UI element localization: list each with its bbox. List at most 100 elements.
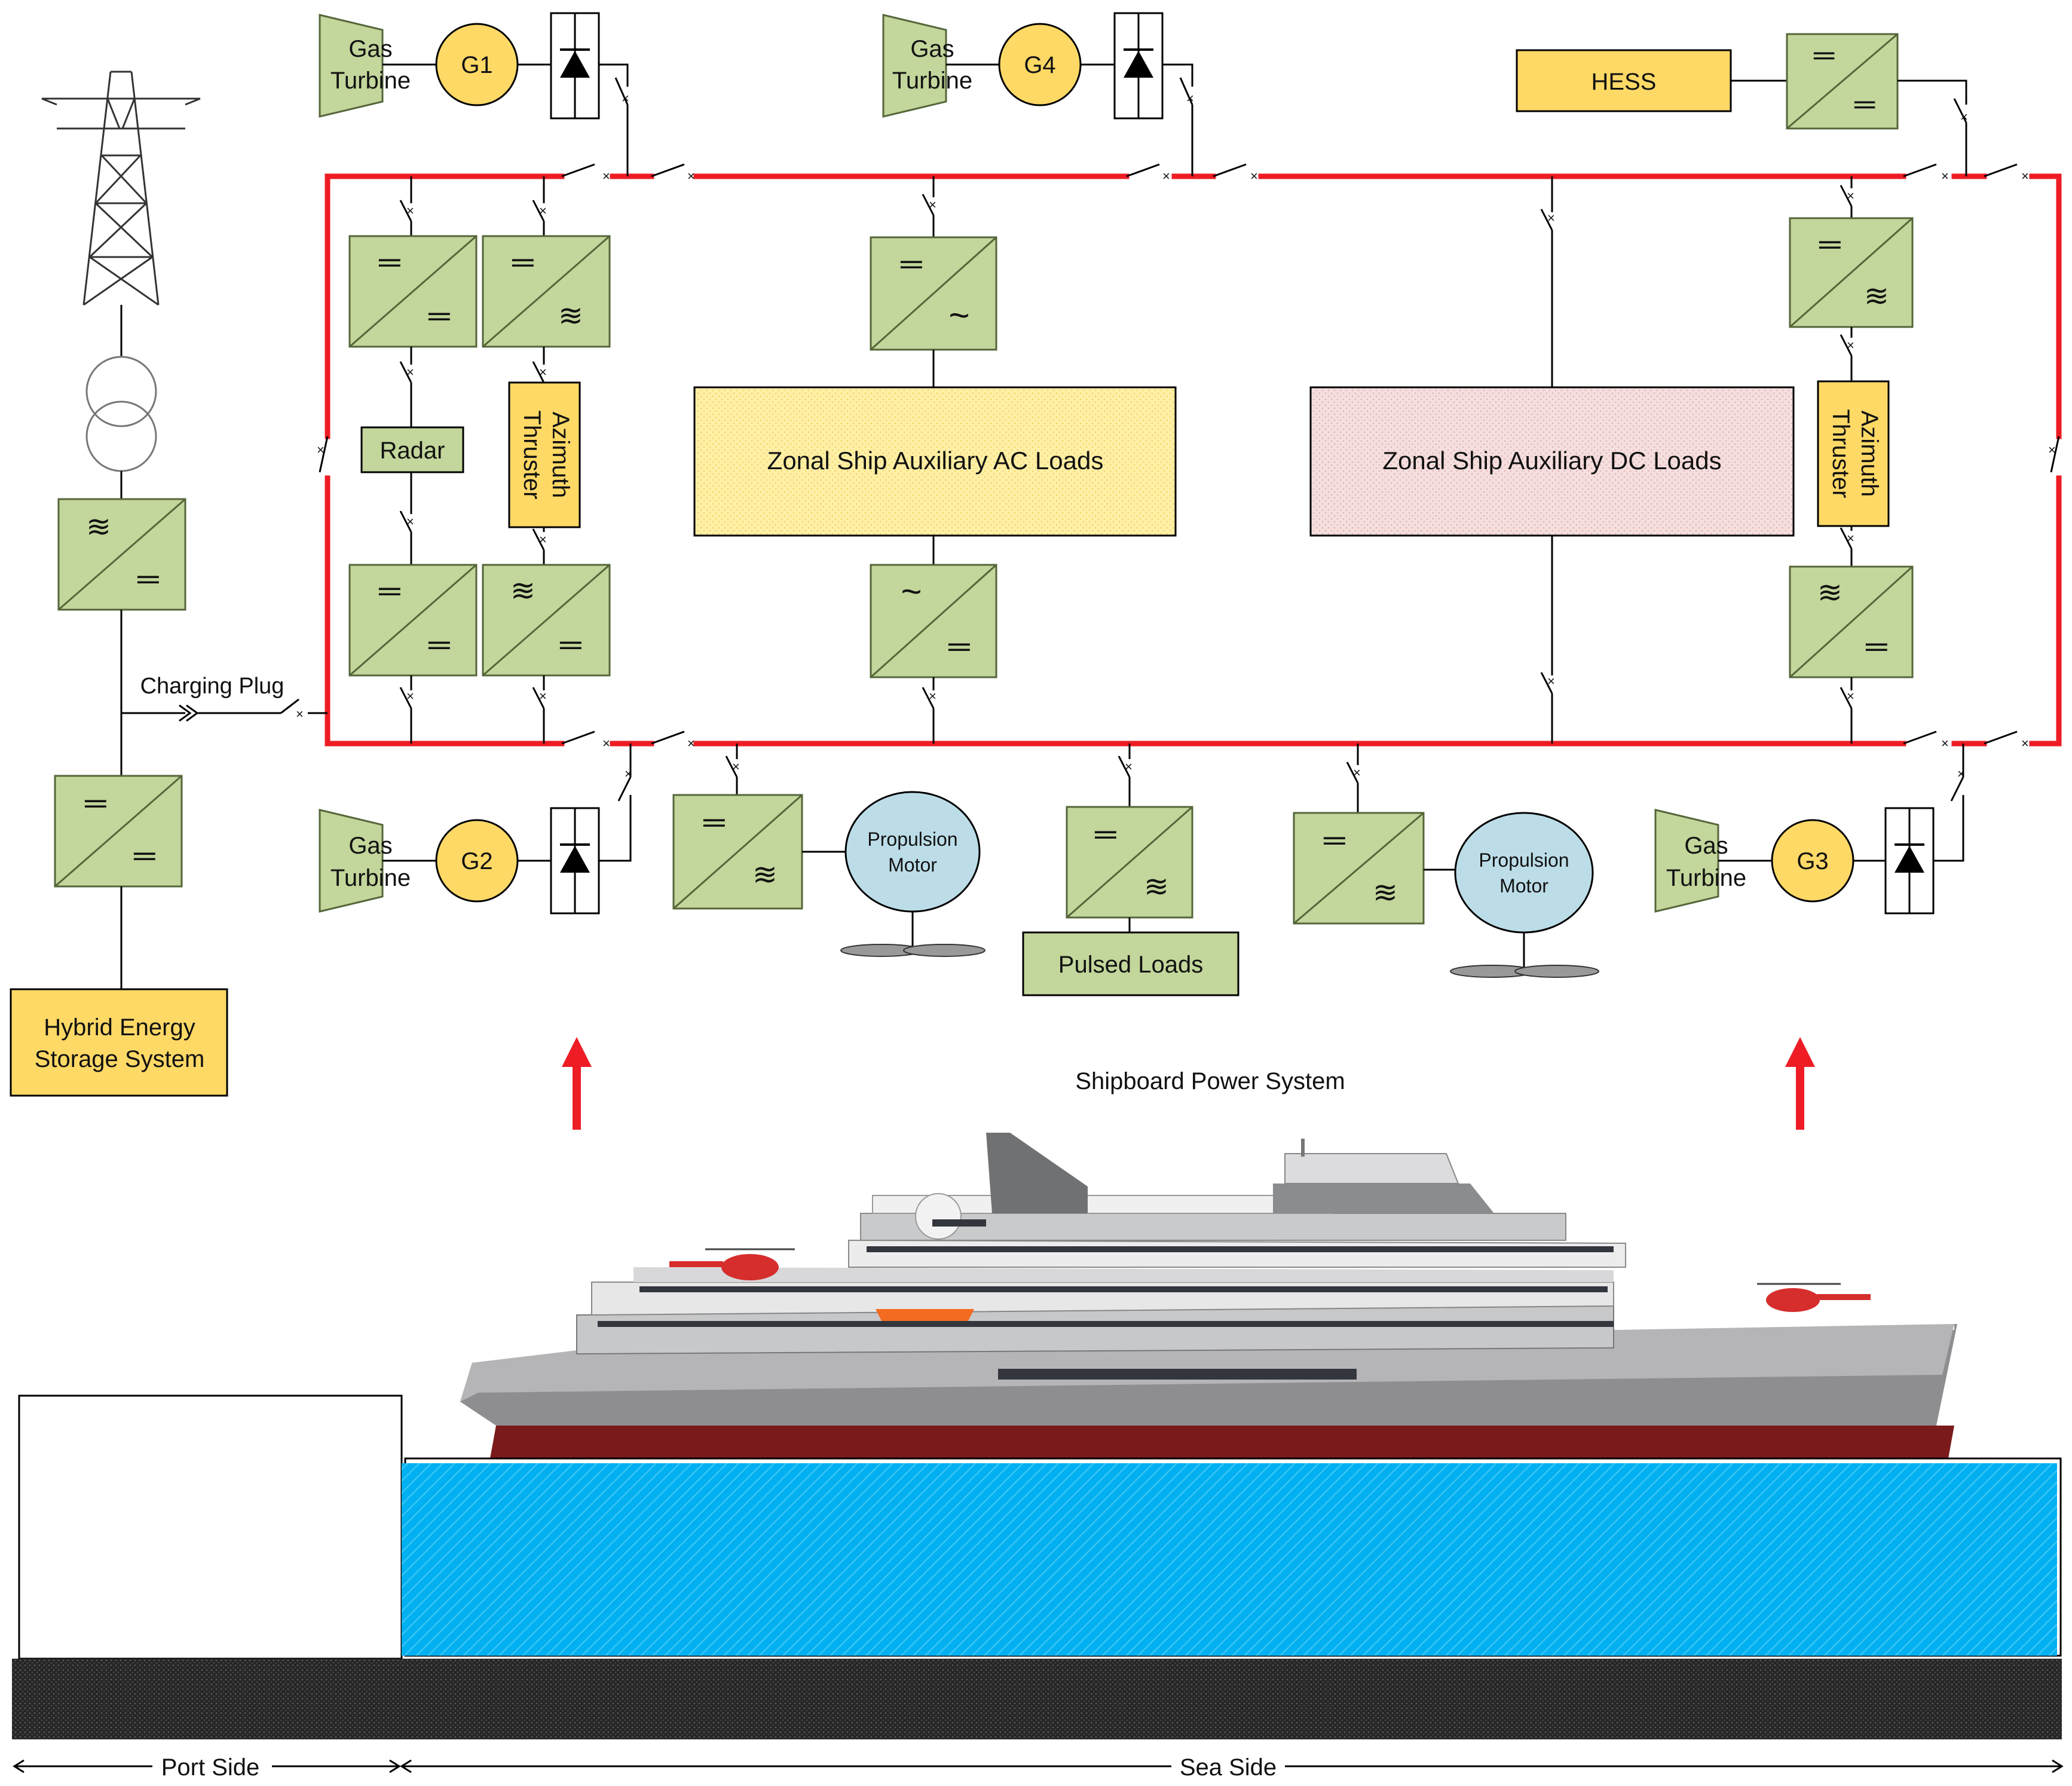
turbine-label: Gas	[348, 833, 392, 859]
propulsion-motor-right	[1454, 812, 1594, 934]
svg-text:Motor: Motor	[888, 854, 937, 876]
hess-top: HESS ═ ═ ×	[1516, 33, 1968, 176]
svg-text:×: ×	[687, 169, 695, 184]
dc-dc-converter: ═ ═	[348, 235, 478, 348]
radar-load	[360, 426, 464, 473]
ac-loads-zone: × ═ ~ Zonal Ship Auxiliary AC Loads ~ ═ …	[693, 176, 1177, 744]
ac-dc-converter: ≋ ═	[482, 564, 611, 677]
svg-text:═: ═	[1865, 629, 1887, 663]
svg-text:×: ×	[602, 169, 610, 184]
generator-label: G3	[1796, 848, 1828, 874]
svg-text:×: ×	[2021, 736, 2029, 751]
svg-text:×: ×	[1250, 169, 1258, 184]
breaker-icon: ×	[1547, 674, 1555, 689]
svg-text:×: ×	[1941, 736, 1949, 751]
azimuth-label: Azimuth	[1856, 411, 1883, 497]
svg-text:Propulsion: Propulsion	[867, 828, 957, 850]
diode-icon	[550, 807, 600, 915]
helicopter-icon	[1757, 1283, 1871, 1312]
propulsion-right: × ═ ≋ Propulsion Motor	[1293, 744, 1599, 978]
turbine-label: Turbine	[330, 68, 411, 94]
transmission-tower-icon	[41, 71, 201, 306]
dc-ac-converter: ═ ≋	[672, 794, 803, 910]
breaker-icon: ×	[929, 689, 936, 704]
breaker-icon: ×	[406, 689, 414, 704]
transformer-icon	[85, 356, 157, 472]
azimuth-label: Thruster	[1828, 409, 1854, 499]
svg-text:═: ═	[948, 629, 970, 663]
svg-text:×: ×	[2021, 169, 2029, 184]
breaker-icon: ×	[1125, 759, 1133, 774]
diode-icon	[1884, 807, 1935, 915]
svg-text:×: ×	[317, 442, 325, 457]
dc-ac-converter: ═ ≋	[1066, 806, 1193, 919]
turbine-label: Gas	[910, 36, 954, 62]
svg-text:═: ═	[428, 628, 450, 661]
dc-dc-converter: ═ ═	[348, 564, 478, 677]
breaker-icon: ×	[929, 197, 936, 212]
breaker-icon: ×	[1186, 91, 1194, 106]
up-arrow-left	[562, 1037, 592, 1130]
dc-bus-ring	[325, 173, 2062, 747]
svg-text:≋: ≋	[1144, 870, 1169, 903]
azimuth-thruster-right	[1817, 380, 1890, 527]
dc-ac-converter: ═ ≋	[1293, 812, 1425, 925]
propeller-icon	[1450, 965, 1599, 978]
svg-text:×: ×	[1162, 169, 1170, 184]
ground-strip	[12, 1659, 2062, 1739]
breaker-icon: ×	[406, 365, 414, 380]
svg-text:═: ═	[378, 245, 400, 279]
azimuth-label: Thruster	[519, 411, 545, 500]
dc-ac-converter: ═ ~	[870, 236, 997, 351]
bus-breakers: × × × × × × × × × × × ×	[317, 163, 2060, 751]
breaker-icon: ×	[622, 91, 629, 106]
generator-g1: Gas Turbine G1 ×	[319, 12, 629, 176]
svg-text:≋: ≋	[1864, 279, 1889, 313]
svg-text:═: ═	[1819, 227, 1841, 261]
pulsed-loads-label: Pulsed Loads	[1058, 952, 1203, 978]
port-side-label: Port Side	[161, 1754, 260, 1781]
breaker-icon: ×	[1847, 188, 1854, 203]
svg-text:Storage System: Storage System	[35, 1046, 205, 1072]
turbine-label: Turbine	[330, 865, 411, 891]
generator-label: G4	[1024, 52, 1055, 78]
breaker-icon: ×	[539, 365, 547, 380]
breaker-icon: ×	[1847, 338, 1854, 353]
turbine-label: Gas	[1684, 833, 1728, 859]
shore-side: ≋ ═ × Charging Plug ═ ═ Hybrid Energy St…	[10, 71, 328, 1097]
up-arrow-right	[1785, 1037, 1815, 1130]
breaker-icon: ×	[539, 689, 547, 704]
dc-ac-converter: ═ ≋	[482, 235, 611, 348]
pulsed-loads-box	[1022, 931, 1239, 996]
port-dock	[18, 1394, 403, 1660]
sea-side-label: Sea Side	[1180, 1754, 1277, 1781]
svg-text:~: ~	[948, 295, 969, 335]
breaker-icon: ×	[1353, 765, 1361, 780]
propulsion-left: × ═ ≋ Propulsion Motor	[672, 744, 985, 957]
svg-text:≋: ≋	[558, 299, 583, 332]
breaker-icon: ×	[1847, 689, 1854, 704]
radar-label: Radar	[380, 438, 445, 464]
svg-text:×: ×	[2048, 442, 2056, 457]
pulsed-loads-branch: × ═ ≋ Pulsed Loads	[1022, 744, 1239, 996]
azimuth-thruster-left	[508, 381, 581, 528]
breaker-icon: ×	[1847, 531, 1854, 546]
port-side-dimension	[13, 1759, 401, 1773]
breaker-icon: ×	[296, 707, 304, 721]
turbine-label: Gas	[348, 36, 392, 62]
ac-loads-box	[693, 386, 1177, 537]
breaker-icon: ×	[1960, 109, 1968, 124]
svg-text:═: ═	[137, 562, 159, 595]
svg-text:×: ×	[602, 736, 610, 751]
svg-text:═: ═	[1323, 823, 1345, 857]
azimuth-label: Azimuth	[547, 412, 574, 499]
hess-label: HESS	[1592, 69, 1657, 95]
sea-water	[402, 1463, 2057, 1656]
svg-text:═: ═	[378, 574, 400, 607]
generator-g4: Gas Turbine G4 ×	[882, 12, 1194, 176]
svg-text:Motor: Motor	[1499, 875, 1548, 897]
svg-text:═: ═	[1094, 817, 1116, 851]
breaker-icon: ×	[539, 203, 547, 218]
svg-text:═: ═	[559, 628, 581, 661]
